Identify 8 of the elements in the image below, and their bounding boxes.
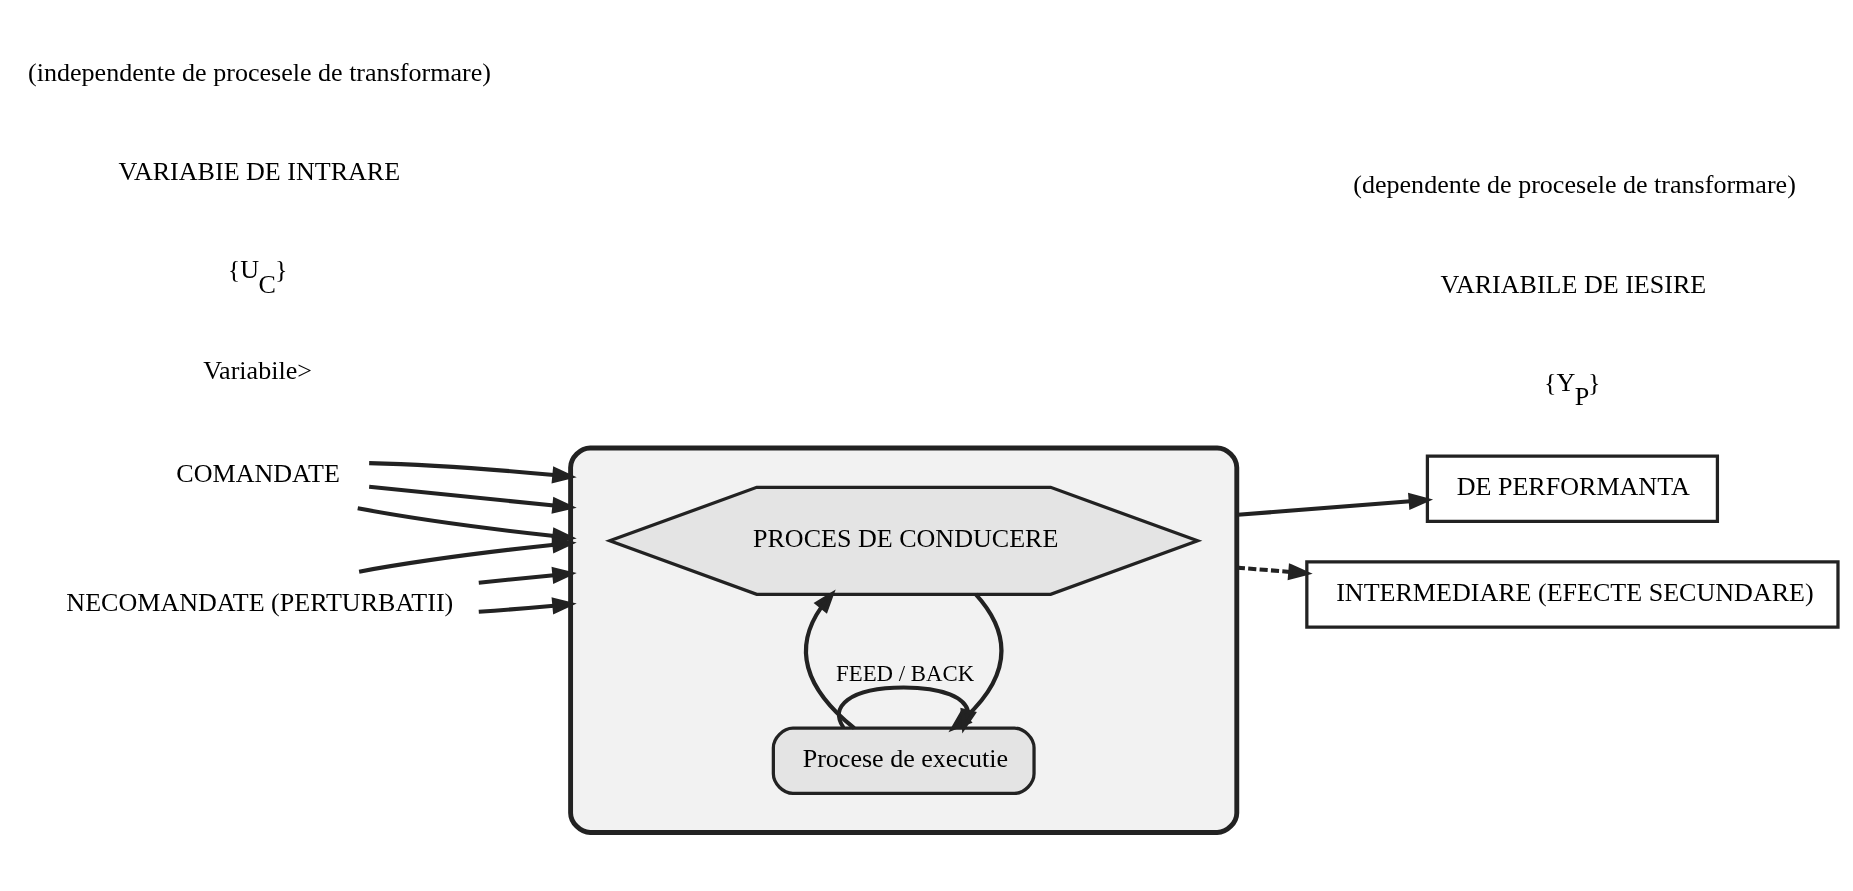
node-text: NECOMANDATE (PERTURBATII)	[66, 587, 454, 617]
label: VARIABIE DE INTRARE	[118, 157, 401, 187]
label: VARIABILE DE IESIRE	[1440, 269, 1707, 299]
label: Variabile>	[203, 356, 312, 386]
label: (independente de procesele de transformare)	[28, 58, 491, 88]
edge-label: FEED / BACK	[836, 661, 975, 687]
node-text: COMANDATE	[176, 458, 340, 488]
label: (dependente de procesele de transformare)	[1353, 170, 1796, 200]
